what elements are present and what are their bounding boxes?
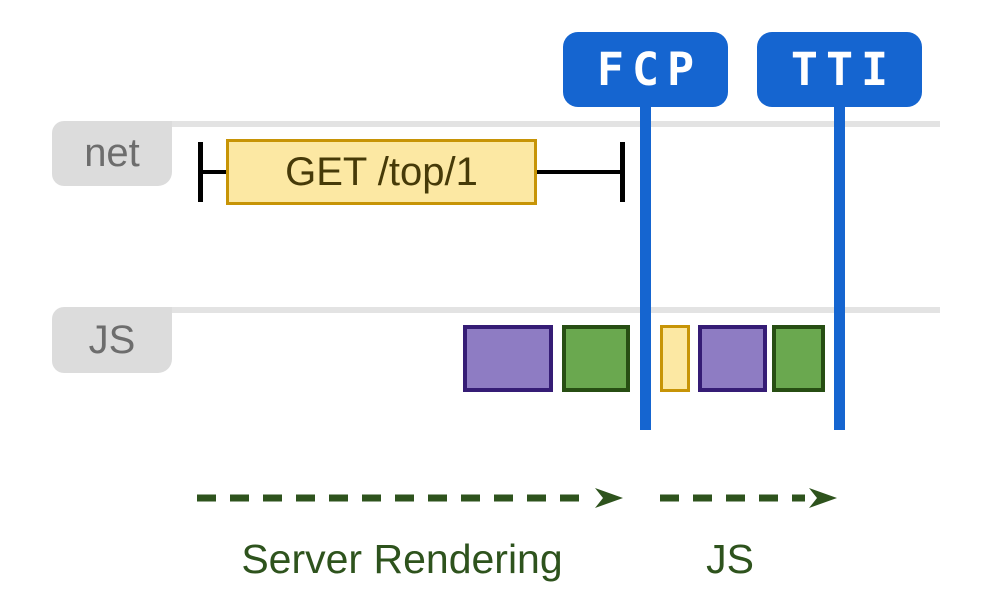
js-phase-label: JS [706, 536, 754, 582]
fcp-badge: FCP [563, 32, 728, 107]
tti-marker-line [834, 104, 845, 430]
js-track-tab: JS [52, 307, 172, 373]
get-request-label: GET /top/1 [285, 149, 478, 194]
get-request-box: GET /top/1 [226, 139, 537, 205]
fcp-marker-line [640, 104, 651, 430]
net-track-tab: net [52, 121, 172, 186]
green-task-block [562, 325, 630, 392]
request-connector-right [537, 170, 620, 174]
server-rendering-arrow [197, 488, 623, 508]
server-rendering-phase-label: Server Rendering [241, 536, 563, 582]
fcp-badge-label: FCP [596, 43, 703, 96]
net-track-label: net [84, 131, 140, 175]
request-connector-left [203, 170, 226, 174]
tti-badge-label: TTI [790, 43, 897, 96]
js-track-label: JS [88, 317, 136, 362]
request-start-cap [198, 142, 203, 202]
net-track-line [172, 121, 940, 127]
green-task-block [772, 325, 825, 392]
js-track-line [172, 307, 940, 313]
request-end-cap [620, 142, 625, 202]
tti-badge: TTI [757, 32, 922, 107]
purple-task-block [698, 325, 767, 392]
yellow-task-block [660, 325, 690, 392]
purple-task-block [463, 325, 553, 392]
js-phase-arrow [660, 488, 837, 508]
